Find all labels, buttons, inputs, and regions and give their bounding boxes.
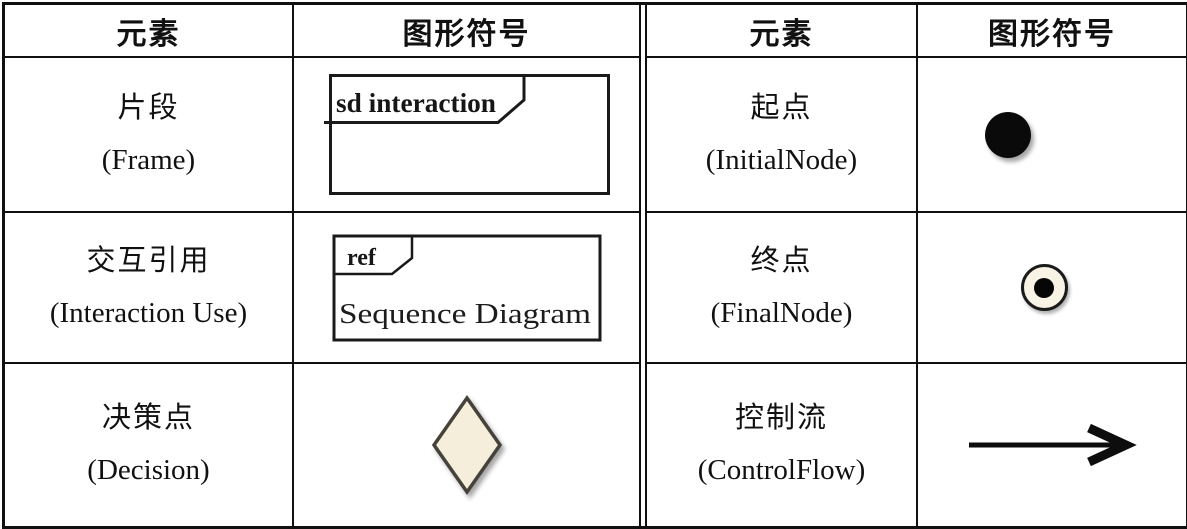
frame-symbol: sd interaction [323,74,610,195]
cell-frame-label: 片段 (Frame) [5,58,294,213]
header-symbol-right-label: 图形符号 [988,17,1116,51]
interactionuse-label-zh: 交互引用 [86,244,211,277]
header-element-right-label: 元素 [749,17,814,51]
frame-tab-label: sd interaction [336,88,496,118]
controlflow-label-zh: 控制流 [734,402,828,435]
final-node-symbol [1020,264,1068,311]
cell-initialnode-symbol [918,58,1186,213]
frame-label-en: (Frame) [101,143,196,176]
decision-label-zh: 决策点 [101,402,195,435]
header-element-right: 元素 [647,5,918,58]
cell-initialnode-label: 起点 (InitialNode) [647,58,918,213]
cell-finalnode-symbol [918,213,1186,364]
ref-body-label: Sequence Diagram [339,298,592,330]
initialnode-label-zh: 起点 [750,91,813,124]
decision-label-en: (Decision) [87,454,210,486]
header-symbol-left-label: 图形符号 [402,17,531,51]
ref-tab-label: ref [347,245,377,271]
double-line-divider [639,5,647,526]
cell-interactionuse-label: 交互引用 (Interaction Use) [5,213,294,364]
finalnode-label-zh: 终点 [750,244,813,277]
initialnode-label-en: (InitialNode) [705,143,858,176]
header-symbol-left: 图形符号 [294,5,639,58]
header-element-left: 元素 [5,5,294,58]
finalnode-label-en: (FinalNode) [710,296,853,329]
decision-diamond-shape [431,394,502,496]
decision-diamond-symbol [431,394,502,496]
interaction-use-symbol: ref Sequence Diagram [332,234,601,341]
controlflow-label-en: (ControlFlow) [697,454,866,486]
header-element-left-label: 元素 [116,17,181,51]
control-flow-arrow-symbol [969,423,1137,467]
cell-interactionuse-symbol: ref Sequence Diagram [294,213,639,364]
header-symbol-right: 图形符号 [918,5,1186,58]
cell-finalnode-label: 终点 (FinalNode) [647,213,918,364]
interactionuse-label-en: (Interaction Use) [49,296,248,329]
cell-decision-label: 决策点 (Decision) [5,364,294,526]
cell-decision-symbol [294,364,639,526]
cell-frame-symbol: sd interaction [294,58,639,213]
final-node-dot [1034,277,1054,298]
frame-label-zh: 片段 [117,91,180,124]
cell-controlflow-symbol [918,364,1186,526]
initial-node-symbol [985,111,1031,158]
cell-controlflow-label: 控制流 (ControlFlow) [647,364,918,526]
